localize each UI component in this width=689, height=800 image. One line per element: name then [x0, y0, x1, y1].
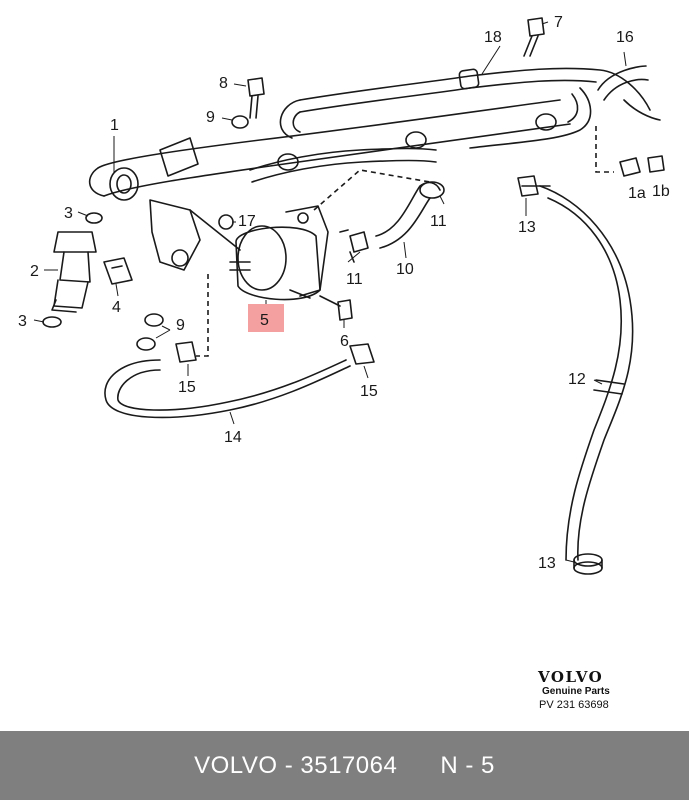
- callout-12: 12: [568, 371, 586, 388]
- hose-16: [597, 65, 661, 121]
- callout-10: 10: [396, 261, 414, 278]
- callout-1: 1: [110, 117, 119, 134]
- footer-ref: N - 5: [440, 751, 495, 779]
- callout-11: 11: [430, 213, 447, 230]
- callout-13: 13: [518, 219, 536, 236]
- screws: [247, 17, 665, 321]
- callout-1a: 1a: [628, 185, 646, 202]
- parts-diagram: 1 8 9 3 2 3 4 17 5 6 9 15 15 14 11 10 11…: [18, 14, 670, 711]
- callout-8: 8: [219, 75, 228, 92]
- hose-14: [104, 341, 375, 419]
- callout-16: 16: [616, 29, 634, 46]
- leader-lines: [33, 21, 627, 563]
- callout-11: 11: [346, 271, 363, 288]
- callout-7: 7: [554, 14, 563, 31]
- callout-14: 14: [224, 429, 242, 446]
- callout-18: 18: [484, 29, 502, 46]
- footer-bar: VOLVO - 3517064 N - 5: [0, 731, 689, 800]
- fuel-rail: [88, 99, 571, 201]
- callout-2: 2: [30, 263, 39, 280]
- highlight-box: [248, 304, 284, 332]
- callouts: 1 8 9 3 2 3 4 17 5 6 9 15 15 14 11 10 11…: [18, 14, 670, 572]
- footer-gap: [278, 752, 285, 780]
- callout-5: 5: [260, 312, 269, 329]
- hose-12: [539, 185, 634, 561]
- brand-block: VOLVO Genuine Parts PV 231 63698: [537, 668, 610, 711]
- hose-10: [339, 181, 445, 263]
- brand-tagline: Genuine Parts: [542, 686, 610, 697]
- footer-separator: -: [284, 751, 294, 779]
- callout-1b: 1b: [652, 183, 670, 200]
- footer-gap: [293, 752, 300, 780]
- footer-part-number: 3517064: [300, 751, 398, 779]
- brand-code: PV 231 63698: [539, 699, 609, 711]
- callout-3: 3: [64, 205, 73, 222]
- fuel-pressure-regulator: [229, 205, 329, 301]
- washers: [42, 115, 249, 351]
- callout-4: 4: [112, 299, 121, 316]
- volvo-logo: VOLVO: [537, 668, 603, 686]
- callout-17: 17: [238, 213, 256, 230]
- footer-gap: [397, 752, 440, 780]
- clip: [103, 257, 133, 285]
- dashed-connectors: [196, 126, 614, 357]
- footer-brand: VOLVO: [194, 751, 278, 779]
- clamp-13-lower: [573, 553, 603, 575]
- return-pipe: [249, 67, 651, 183]
- callout-13: 13: [538, 555, 556, 572]
- clamp-13-upper: [517, 175, 551, 197]
- mounting-bracket: [149, 199, 241, 271]
- callout-15: 15: [178, 379, 196, 396]
- callout-9: 9: [176, 317, 185, 334]
- callout-9: 9: [206, 109, 215, 126]
- callout-15: 15: [360, 383, 378, 400]
- injector: [51, 231, 97, 313]
- callout-3: 3: [18, 313, 27, 330]
- callout-6: 6: [340, 333, 349, 350]
